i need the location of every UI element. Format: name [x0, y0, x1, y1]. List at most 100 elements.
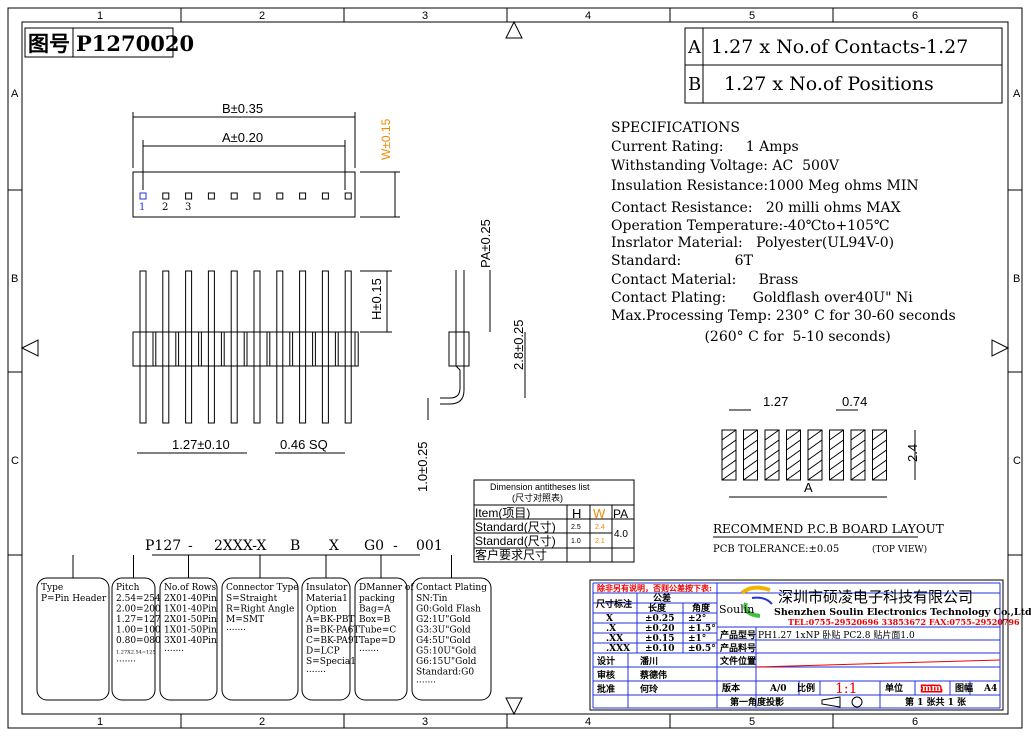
title-block-text: ±2° [688, 614, 706, 624]
red-line [755, 659, 1001, 668]
pcb-pad [807, 429, 823, 481]
hatch [850, 469, 866, 481]
hatch [743, 469, 758, 481]
hatch [764, 439, 780, 451]
hatch [829, 439, 844, 451]
spec-line: Contact Plating: Goldflash over40U" Ni [611, 290, 913, 306]
code-box-line: 2.00=200 [116, 605, 161, 615]
code-box-line: Materia1 [306, 594, 348, 604]
title-block-text: 产品型号 [720, 629, 756, 641]
code-box-line: 1.00=100 [116, 626, 161, 636]
code-box-line: G4:5U"Gold [416, 636, 471, 646]
part-code-segment: B [290, 538, 300, 554]
title-block-text: Soulin [719, 603, 754, 616]
pcb-pad [872, 429, 887, 481]
spec-line: Max.Processing Temp: 230° C for 30-60 se… [611, 308, 956, 324]
row-key: B [688, 74, 701, 95]
code-box-line: 2X01-50Pin [164, 615, 217, 625]
dim-b: B±0.35 [222, 101, 263, 116]
drawing-number-label: 图号 [28, 31, 70, 56]
code-box-title: DManner of [359, 583, 414, 593]
pcb-pad [764, 429, 780, 481]
hatch [850, 449, 866, 461]
spec-line: Insrlator Material: Polyester(UL94V-0) [611, 235, 894, 251]
title-block-text: 第一角度投影 [730, 696, 784, 708]
dim-pitch: 1.27±0.10 [172, 437, 230, 452]
hatch [872, 429, 887, 441]
pin [185, 270, 193, 424]
grid-col-label: 4 [585, 716, 591, 728]
grid-row-label: B [1013, 273, 1020, 285]
pcb-pad [743, 429, 758, 481]
specifications: SPECIFICATIONS Current Rating: 1 AmpsWit… [611, 120, 956, 345]
pcb-pad: 0.74 [842, 394, 867, 409]
code-box-line: Bag=A [359, 605, 391, 615]
pin-housing [269, 331, 291, 367]
title-block-text: 产品料号 [720, 642, 756, 654]
title-block-text: 文件位置 [719, 655, 756, 667]
projection-symbol-icon [821, 696, 841, 708]
pcb-pad [850, 429, 866, 481]
hatch [807, 469, 823, 481]
pin [253, 270, 261, 424]
grid-col-label: 5 [749, 716, 755, 728]
hatch [807, 449, 823, 461]
dim-pa: PA±0.25 [478, 219, 493, 268]
table-cell: Standard(尺寸) [475, 520, 556, 534]
title-block-text: Shenzhen Soulin Electronics Technology C… [774, 607, 1031, 618]
pin-square [207, 192, 215, 200]
top-view: B±0.35 A±0.20 W±0.15 1 2 3 [132, 101, 400, 218]
dim-a: A±0.20 [222, 130, 263, 145]
title-block-text: ±0.10 [645, 644, 674, 654]
pin [276, 270, 284, 424]
grid-col-label: 3 [422, 10, 428, 22]
table-subtitle: (尺寸对照表) [512, 492, 563, 503]
hatch [721, 459, 737, 471]
projection-symbol-icon [851, 696, 863, 708]
hatch [786, 439, 801, 451]
drawing-number-box: 图号 P1270020 [24, 27, 194, 58]
title-block-frame [589, 579, 1004, 711]
code-box-line: D=LCP [306, 647, 340, 657]
code-box-line: G3:3U"Gold [416, 626, 471, 636]
pin-square [162, 192, 170, 200]
title-block-text: .XXX [606, 644, 630, 654]
dimension-table: Dimension antitheses list (尺寸对照表) Item(项… [473, 479, 635, 563]
centering-arrow-icon [20, 339, 39, 357]
title-block-text: 单位 [885, 682, 903, 694]
code-box-line: ······· [416, 678, 436, 688]
pcb-height: 2.4 [905, 444, 920, 462]
code-box-line: R=Right Angle [226, 605, 294, 615]
code-box-title: Contact Plating [416, 583, 487, 593]
code-box-line: ······· [116, 657, 136, 667]
title-block-text: 除非另有说明，否则公差按下表: [597, 583, 712, 593]
hatch [829, 459, 844, 471]
part-code-segment: 001 [416, 538, 443, 554]
pin-square [139, 192, 147, 200]
pcb-pad [786, 429, 801, 481]
grid-row-label: A [11, 88, 19, 100]
pin-housing [155, 331, 177, 367]
grid-col-label: 5 [749, 10, 755, 22]
pin-square [299, 192, 307, 200]
hatch [786, 469, 801, 481]
title-block: 除非另有说明，否则公差按下表:尺寸标注公差长度角度X±0.25±2°.X±0.2… [589, 579, 1031, 711]
title-block-text: A/0 [769, 684, 787, 694]
table-cell: 2.4 [595, 524, 605, 531]
hatch [807, 429, 823, 441]
code-box-line: G6:15U"Gold [416, 657, 477, 667]
dim-2-8: 2.8±0.25 [511, 319, 526, 370]
pcb-tolerance: PCB TOLERANCE:±0.05 [713, 544, 839, 555]
code-box-line: M=SMT [226, 615, 264, 625]
dim-h: H±0.15 [369, 278, 384, 320]
code-box-line: Option [306, 605, 337, 615]
pin [162, 270, 170, 424]
hatch [807, 459, 823, 471]
title-block-text: TEL:0755-29520696 33853672 FAX:0755-2952… [788, 617, 1020, 627]
hatch [786, 429, 801, 441]
grid-col-label: 1 [97, 716, 103, 728]
